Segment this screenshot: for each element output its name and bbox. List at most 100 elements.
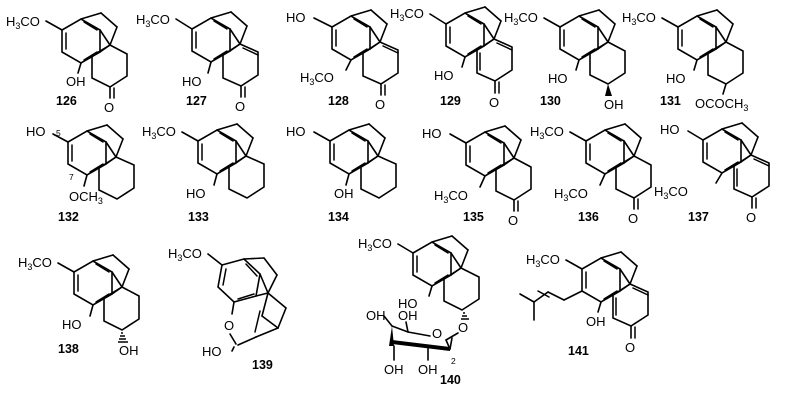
compound-id-text: 133 <box>188 210 209 224</box>
compound-131: H3CO HO OCOCH3 <box>620 0 793 113</box>
compound-129-id: 129 <box>440 92 461 110</box>
compound-134: HO OH <box>282 118 432 223</box>
methoxy-label: H3CO <box>504 10 538 27</box>
glycosidic-oxygen-label: O <box>458 320 468 335</box>
hydroxyl-label: OH <box>366 308 386 323</box>
compound-id-text: 139 <box>252 358 273 372</box>
compound-id-text: 128 <box>328 94 349 108</box>
ketone-oxygen-label: O <box>104 100 114 115</box>
compound-id-text: 136 <box>578 210 599 224</box>
compound-id-text: 127 <box>186 94 207 108</box>
ketone-oxygen-label: O <box>489 95 499 110</box>
hydroxyl-label: HO <box>286 124 306 139</box>
ketone-oxygen-label: O <box>746 210 756 225</box>
compound-130: H3CO HO OH <box>500 0 650 112</box>
hydroxyl-label: HO <box>182 74 202 89</box>
hydroxyl-label: HO <box>398 296 418 311</box>
compound-id-text: 135 <box>463 210 484 224</box>
hydroxyl-label: HO <box>62 317 82 332</box>
compound-132-id: 132 <box>58 208 79 226</box>
methoxy-label: OCH3 <box>69 189 103 206</box>
stereo-hash-icon <box>461 312 469 320</box>
hydroxyl-label: OH <box>604 97 624 112</box>
methoxy-label: H3CO <box>530 124 564 141</box>
acetate-label: OCOCH3 <box>695 96 748 113</box>
hydroxyl-label: OH <box>119 343 139 358</box>
compound-141: H3CO OH O <box>518 240 703 365</box>
compound-127-id: 127 <box>186 92 207 110</box>
position-5-label: 5 <box>56 128 61 138</box>
ketone-oxygen-label: O <box>628 211 638 226</box>
compound-id-text: 130 <box>540 94 561 108</box>
position-7-label: 7 <box>69 172 74 182</box>
ring-oxygen-label: O <box>224 318 234 333</box>
compound-140: H3CO HO O O OH OH OH OH 2 <box>336 232 536 377</box>
compound-id-text: 132 <box>58 210 79 224</box>
compound-id-text: 137 <box>688 210 709 224</box>
methoxy-label: H3CO <box>358 236 392 253</box>
compound-128: HO H3CO O <box>278 0 428 112</box>
compound-134-id: 134 <box>328 208 349 226</box>
methoxy-label: H3CO <box>300 70 334 87</box>
compound-126-id: 126 <box>56 92 77 110</box>
bold-front-edge <box>392 340 450 351</box>
compound-id-text: 138 <box>58 342 79 356</box>
compound-id-text: 131 <box>660 94 681 108</box>
compound-137-id: 137 <box>688 208 709 226</box>
compound-133-id: 133 <box>188 208 209 226</box>
compound-139: H3CO O HO <box>160 240 330 365</box>
ketone-oxygen-label: O <box>508 213 518 228</box>
compound-135: HO H3CO O <box>418 120 568 230</box>
compound-id-text: 126 <box>56 94 77 108</box>
ketone-oxygen-label: O <box>235 99 245 114</box>
methoxy-label: H3CO <box>168 246 202 263</box>
compound-132: HO 5 7 OCH3 <box>20 118 170 223</box>
compound-138: H3CO HO OH <box>14 245 174 360</box>
compound-id-text: 129 <box>440 94 461 108</box>
methoxy-label: H3CO <box>18 255 52 272</box>
compound-136-id: 136 <box>578 208 599 226</box>
methoxy-label: H3CO <box>554 186 588 203</box>
methoxy-label: H3CO <box>6 14 40 31</box>
hydroxyl-label: HO <box>666 71 686 86</box>
compound-133: H3CO HO <box>140 118 290 223</box>
hydroxyl-label: HO <box>660 122 680 137</box>
compound-131-id: 131 <box>660 92 681 110</box>
hydroxyl-label: HO <box>186 186 206 201</box>
hydroxyl-label: OH <box>66 74 86 89</box>
methoxy-label: H3CO <box>434 188 468 205</box>
compound-128-id: 128 <box>328 92 349 110</box>
ketone-oxygen-label: O <box>375 97 385 112</box>
hydroxyl-label: HO <box>434 68 454 83</box>
stereo-wedge-icon <box>605 84 612 96</box>
methoxy-label: H3CO <box>654 184 688 201</box>
methoxy-label: H3CO <box>622 10 656 27</box>
anomeric-position-label: 2 <box>451 356 456 366</box>
compound-130-id: 130 <box>540 92 561 110</box>
compound-141-id: 141 <box>568 342 589 360</box>
compound-137: HO H3CO O <box>648 118 793 228</box>
hydroxyl-label: OH <box>418 362 438 377</box>
compound-id-text: 140 <box>440 373 461 387</box>
compound-138-id: 138 <box>58 340 79 358</box>
methoxy-label: H3CO <box>142 124 176 141</box>
hydroxyl-label: OH <box>334 186 354 201</box>
compound-id-text: 134 <box>328 210 349 224</box>
stereo-hash-icon <box>118 332 128 343</box>
hydroxyl-label: OH <box>398 308 418 323</box>
compound-id-text: 141 <box>568 344 589 358</box>
methoxy-label: H3CO <box>526 252 560 269</box>
hydroxyl-label: HO <box>286 10 306 25</box>
methoxy-label: H3CO <box>136 12 170 29</box>
hydroxyl-label: OH <box>384 362 404 377</box>
hydroxyl-label: HO <box>202 344 222 359</box>
compound-129: H3CO HO O <box>388 0 538 112</box>
hydroxyl-label: HO <box>422 126 442 141</box>
compound-135-id: 135 <box>463 208 484 226</box>
hydroxyl-label: HO <box>548 71 568 86</box>
hydroxyl-label: OH <box>586 314 606 329</box>
compound-127: H3CO HO O <box>130 0 280 114</box>
methoxy-label: H3CO <box>390 6 424 23</box>
hydroxyl-label: HO <box>26 124 46 139</box>
